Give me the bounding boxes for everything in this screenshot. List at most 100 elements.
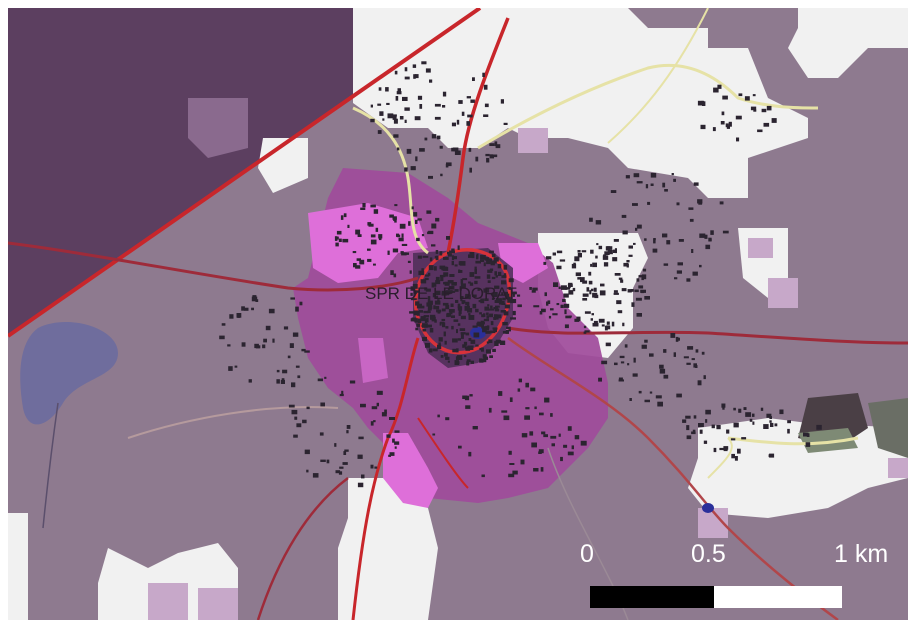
building [460, 298, 463, 302]
building [481, 326, 486, 329]
building [693, 363, 697, 368]
building [633, 173, 640, 178]
scale-label-end: 1 km [834, 540, 889, 568]
building [544, 292, 547, 297]
track [127, 406, 339, 439]
building [512, 470, 518, 475]
building [393, 217, 396, 221]
building [385, 87, 389, 92]
building [467, 114, 473, 118]
building [358, 436, 364, 440]
building [580, 440, 587, 446]
building [635, 297, 642, 301]
boundary-line [8, 8, 482, 338]
building [565, 315, 572, 319]
building [508, 473, 515, 478]
building [644, 339, 648, 343]
building [448, 253, 452, 257]
building [461, 111, 465, 116]
building [493, 257, 499, 262]
building [596, 243, 599, 246]
building [395, 96, 399, 101]
map-frame[interactable]: SPR DE LE DORAT 0 0.5 1 km [8, 8, 908, 620]
building [293, 434, 298, 438]
building [629, 398, 632, 401]
building [291, 409, 298, 415]
core-highlight-cell [358, 338, 388, 383]
building [508, 450, 512, 455]
building [460, 315, 466, 320]
building [664, 189, 668, 192]
building [425, 343, 430, 348]
building [469, 347, 474, 350]
building [435, 280, 441, 285]
building [439, 274, 446, 278]
building [525, 382, 529, 388]
building [563, 444, 568, 448]
building [447, 251, 450, 255]
map-canvas[interactable] [8, 8, 908, 620]
building [431, 223, 437, 229]
building [606, 325, 611, 330]
building [533, 305, 540, 308]
building [389, 452, 395, 456]
building [743, 407, 747, 410]
building [600, 283, 605, 287]
building [492, 327, 498, 330]
building [563, 303, 570, 308]
building [670, 333, 676, 338]
building [636, 278, 640, 282]
building [268, 308, 275, 314]
building [442, 266, 448, 270]
building [251, 296, 258, 302]
building [414, 290, 420, 293]
building [626, 260, 630, 263]
building [377, 130, 382, 134]
building [302, 419, 307, 424]
building [460, 283, 466, 288]
building [524, 415, 530, 420]
building [451, 255, 455, 260]
building [553, 282, 559, 287]
core-highlight-west [308, 203, 428, 283]
building [460, 334, 464, 339]
building [722, 95, 728, 100]
building [458, 445, 462, 449]
building [510, 317, 516, 320]
building [359, 259, 365, 265]
building [370, 104, 373, 108]
building [803, 432, 809, 437]
building [404, 107, 410, 111]
building [531, 442, 537, 448]
building [399, 223, 406, 229]
building [686, 425, 690, 431]
building [760, 407, 764, 411]
building [410, 166, 416, 171]
building [339, 393, 344, 397]
building [427, 325, 431, 328]
building [698, 202, 703, 205]
building [343, 451, 347, 455]
building [454, 289, 459, 292]
building [498, 391, 503, 396]
building [638, 390, 642, 394]
building [445, 417, 450, 421]
building [699, 233, 706, 238]
building [378, 87, 382, 91]
building [703, 375, 706, 380]
building [506, 326, 511, 329]
building [397, 88, 401, 93]
building [550, 413, 553, 417]
open-area-northeast [788, 8, 908, 78]
building [475, 260, 481, 264]
building [683, 356, 689, 359]
buildings-layer [219, 61, 822, 488]
building [496, 314, 502, 319]
building [676, 393, 682, 398]
building [592, 292, 598, 298]
building [673, 352, 676, 357]
building [601, 324, 605, 327]
building [427, 272, 431, 276]
building [421, 324, 427, 327]
building [412, 283, 418, 289]
